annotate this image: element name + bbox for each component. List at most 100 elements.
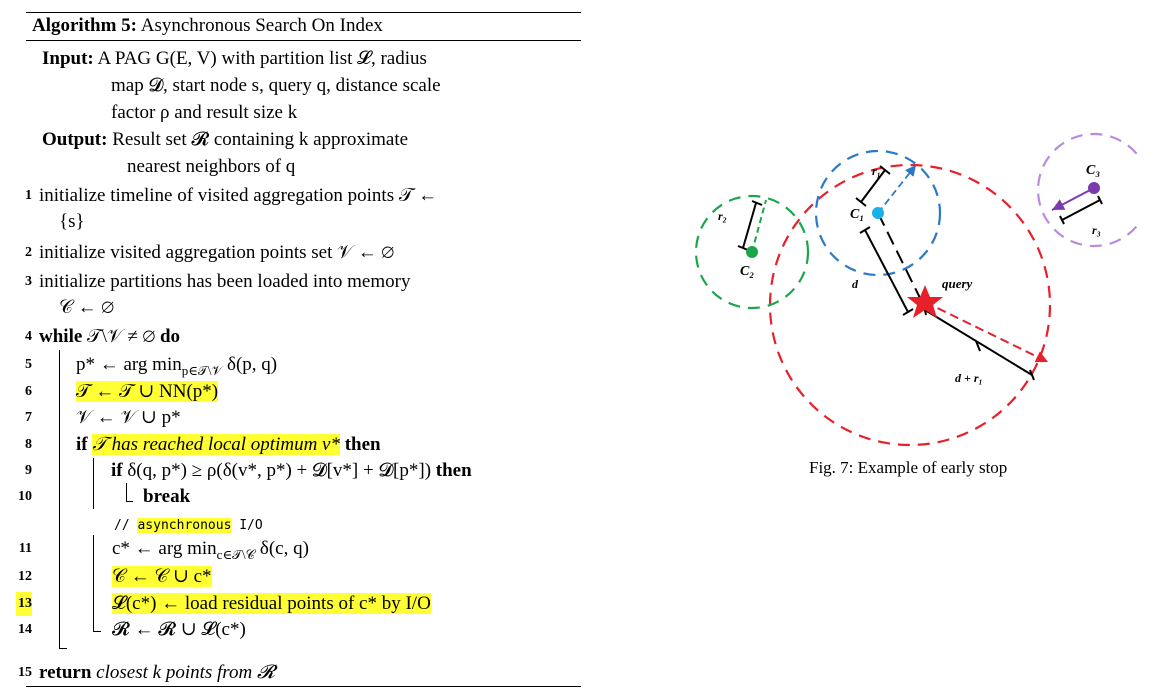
if-block-bar: [93, 458, 94, 509]
step-13: 𝓛(c*) ← load residual points of c* by I/…: [112, 592, 431, 616]
keyword-then: then: [344, 434, 381, 455]
figure-svg: C₁ C₂ C₃ r₁ r₂ r₃ d query d + r₁: [694, 132, 1140, 447]
r2-label: r₂: [718, 209, 727, 223]
line-number: 9: [25, 463, 32, 478]
query-label: query: [942, 276, 973, 291]
keyword-break: break: [143, 486, 191, 507]
step-9-cond: δ(q, p*) ≥ ρ(δ(v*, p*) + 𝓓[v*] + 𝓓[p*]): [122, 460, 436, 481]
inner-block-end: [93, 631, 101, 632]
keyword-if: if: [76, 434, 88, 455]
step-5: p* ← arg minp∈𝒯\𝒱 δ(p, q): [76, 353, 277, 383]
line-number: 11: [18, 541, 32, 556]
input-text-2: map 𝓓, start node s, query q, distance s…: [111, 75, 441, 96]
query-star: [907, 285, 943, 318]
c1-query-line: [877, 212, 923, 303]
inner-block-bar: [93, 535, 94, 631]
r3-arrow: [1051, 187, 1095, 211]
break-block-end: [126, 501, 133, 502]
bottom-rule: [26, 686, 581, 687]
step-6: 𝒯 ← 𝒯 ∪ NN(p*): [76, 380, 219, 404]
output-label: Output:: [42, 129, 108, 150]
line-number: 3: [25, 274, 32, 289]
d-plus-r1-label: d + r₁: [955, 371, 983, 385]
c3-circle: [1036, 132, 1140, 248]
r3-label: r₃: [1092, 223, 1101, 237]
c2-label: C₂: [740, 264, 754, 279]
step-11: c* ← arg minc∈𝒯\𝒞 δ(c, q): [112, 537, 309, 567]
step-5-sub: p∈𝒯\𝒱: [181, 362, 223, 378]
c1-dot: [872, 207, 884, 219]
query-radius-arrow: [924, 301, 1049, 363]
step-8-cond: 𝒯 has reached local optimum v*: [92, 434, 340, 455]
step-5-text: p* ← arg min: [76, 354, 182, 375]
break-block-bar: [126, 483, 127, 501]
r2-line: [751, 199, 767, 253]
input-label: Input:: [42, 48, 94, 69]
output-text-2: nearest neighbors of q: [127, 156, 296, 177]
algorithm-title-label: Algorithm 5:: [32, 15, 138, 36]
step-8: if 𝒯 has reached local optimum v* then: [76, 433, 381, 457]
algorithm-block: Algorithm 5: Asynchronous Search On Inde…: [16, 12, 581, 688]
c1-circle: [814, 149, 942, 277]
r1-label: r₁: [872, 164, 881, 178]
top-rule: [26, 12, 581, 13]
line-number: 13: [16, 592, 32, 616]
c1-label: C₁: [850, 207, 864, 222]
step-13-text: 𝓛(c*) ← load residual points of c* by I/…: [112, 593, 431, 614]
while-block-bar: [59, 350, 60, 648]
figure-caption: Fig. 7: Example of early stop: [809, 458, 1008, 477]
r2-bracket: [737, 200, 763, 251]
line-number: 5: [25, 357, 32, 372]
step-3: initialize partitions has been loaded in…: [39, 271, 411, 292]
line-number: 2: [25, 245, 32, 260]
algorithm-title: Algorithm 5: Asynchronous Search On Inde…: [32, 14, 383, 38]
keyword-then: then: [435, 460, 472, 481]
early-stop-figure: C₁ C₂ C₃ r₁ r₂ r₃ d query d + r₁: [680, 130, 1140, 460]
keyword-do: do: [159, 326, 181, 347]
step-7: 𝒱 ← 𝒱 ∪ p*: [76, 407, 181, 428]
output-line-1: Output: Result set 𝓡 containing k approx…: [42, 128, 408, 152]
step-14: 𝓡 ← 𝓡 ∪ 𝓛(c*): [112, 619, 246, 640]
step-3-cont: 𝒞 ← ∅: [59, 297, 114, 318]
line-number: 10: [18, 489, 32, 504]
d-label: d: [852, 277, 859, 291]
line-number: 14: [18, 622, 32, 637]
query-radius-circle: [768, 163, 1052, 447]
title-rule: [26, 40, 581, 41]
step-15: return closest k points from 𝓡: [39, 661, 275, 685]
step-1-cont: {s}: [59, 211, 85, 232]
c3-dot: [1088, 182, 1100, 194]
line-number: 4: [25, 329, 32, 344]
output-text-1: Result set 𝓡 containing k approximate: [112, 129, 409, 150]
c3-label: C₃: [1086, 163, 1100, 178]
c2-dot: [746, 246, 758, 258]
step-2: initialize visited aggregation points se…: [39, 242, 395, 263]
while-block-end: [59, 648, 67, 649]
line-number: 8: [25, 437, 32, 452]
step-12-text: 𝒞 ← 𝒞 ∪ c*: [112, 566, 212, 587]
step-9: if δ(q, p*) ≥ ρ(δ(v*, p*) + 𝓓[v*] + 𝓓[p*…: [111, 459, 472, 483]
step-11-sub: c∈𝒯\𝒞: [216, 546, 256, 562]
line-number: 12: [18, 569, 32, 584]
keyword-return: return: [39, 662, 92, 683]
d-plus-r1-bracket: [923, 304, 1035, 381]
r3-bracket: [1059, 195, 1103, 225]
step-5-tail: δ(p, q): [222, 354, 278, 375]
step-15-text: closest k points from 𝓡: [91, 662, 275, 683]
keyword-while: while: [39, 326, 83, 347]
step-4: while 𝒯\𝒱 ≠ ∅ do: [39, 325, 180, 349]
r1-bracket: [855, 165, 891, 207]
comment-tail: I/O: [231, 518, 263, 533]
step-11-text: c* ← arg min: [112, 538, 217, 559]
line-number: 7: [25, 410, 32, 425]
comment-prefix: //: [114, 518, 138, 533]
comment-line: // asynchronous I/O: [114, 512, 263, 538]
line-number: 15: [18, 665, 32, 680]
input-line-1: Input: A PAG G(E, V) with partition list…: [42, 47, 427, 71]
line-number: 6: [25, 384, 32, 399]
line-number: 1: [25, 188, 32, 203]
d-bracket: [859, 226, 914, 316]
input-text-1: A PAG G(E, V) with partition list 𝓛, rad…: [97, 48, 427, 69]
comment-highlight: asynchronous: [137, 518, 232, 533]
step-6-text: 𝒯 ← 𝒯 ∪ NN(p*): [76, 381, 219, 402]
